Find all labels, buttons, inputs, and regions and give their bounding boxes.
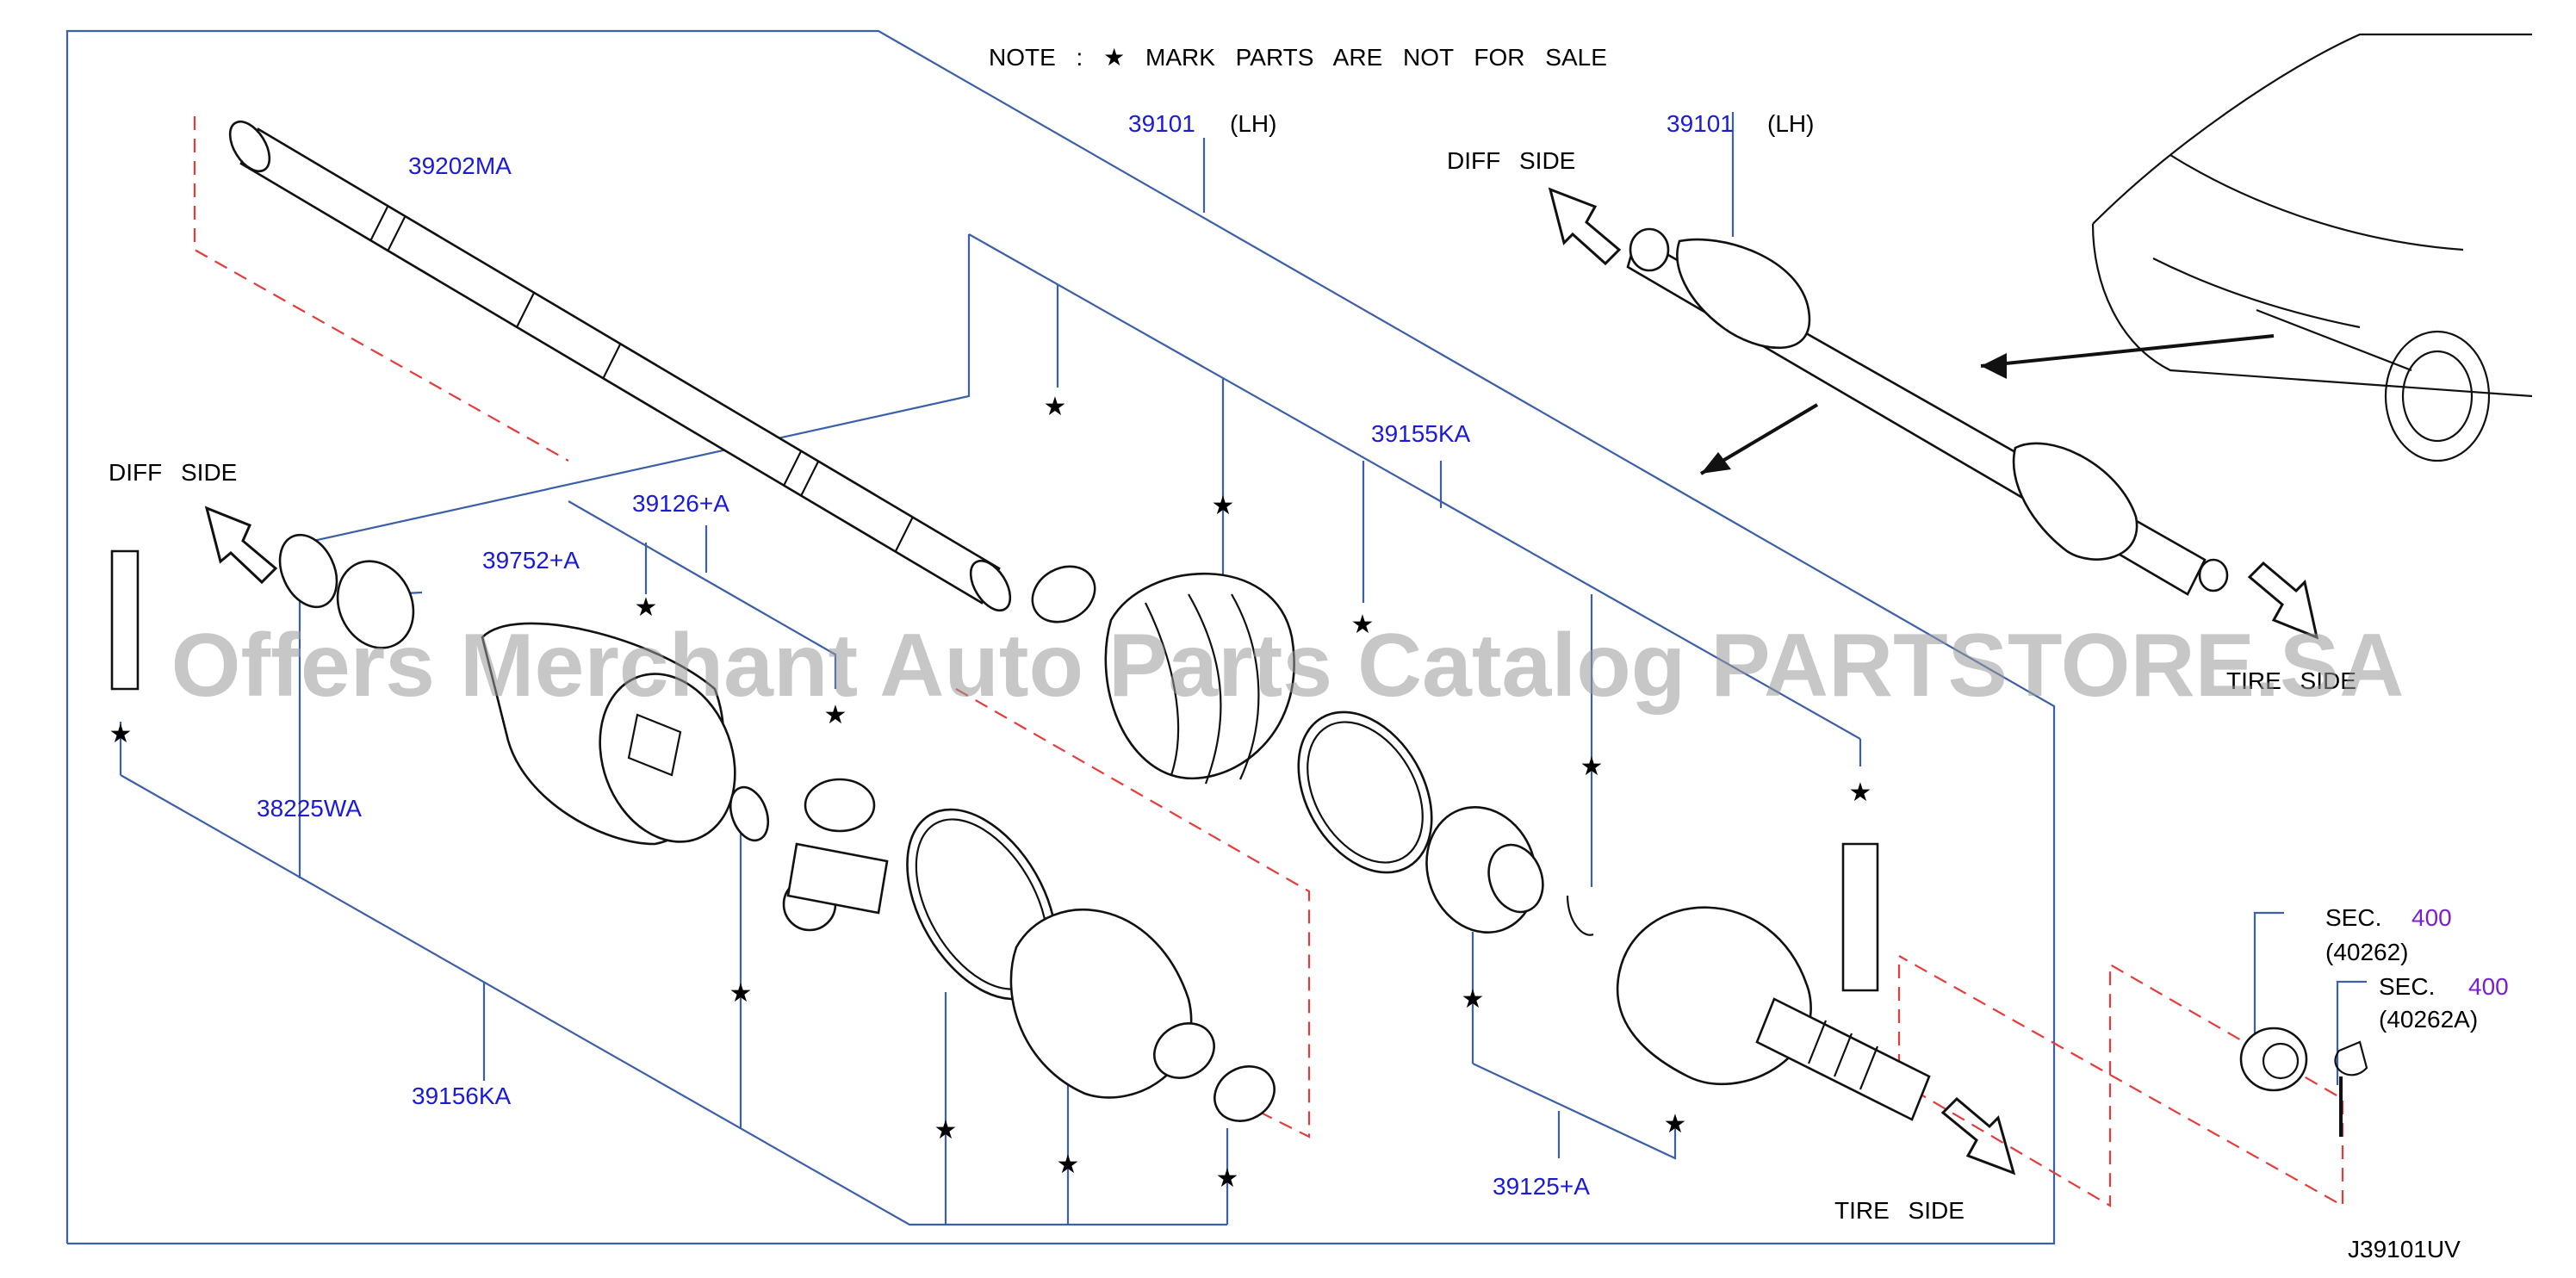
part-link-39126A[interactable]: 39126+A <box>632 490 729 517</box>
star-mark: ★ <box>1580 753 1604 781</box>
boot-inner-drawing <box>906 808 1276 1122</box>
nut-and-pin-drawing <box>2239 1027 2368 1137</box>
star-mark: ★ <box>1462 985 1485 1014</box>
joint-outer-drawing <box>1425 806 1931 1121</box>
leader-lines <box>65 29 2367 1245</box>
joint-inner-drawing <box>110 533 889 932</box>
star-mark: ★ <box>1057 1151 1080 1179</box>
section-sub-2: (40262A) <box>2379 1006 2478 1033</box>
star-mark: ★ <box>934 1116 958 1145</box>
section-prefix-2: SEC. <box>2379 973 2435 1000</box>
section-prefix-1: SEC. <box>2325 904 2381 931</box>
part-link-39155KA[interactable]: 39155KA <box>1371 420 1471 447</box>
part-link-39752A[interactable]: 39752+A <box>482 547 580 574</box>
side-suffix-inset: (LH) <box>1767 110 1814 137</box>
figure-code: J39101UV <box>2348 1236 2461 1262</box>
star-mark: ★ <box>109 720 133 748</box>
boot-outer-drawing <box>1031 565 1433 874</box>
part-link-39125A[interactable]: 39125+A <box>1493 1173 1590 1200</box>
star-mark: ★ <box>729 979 753 1008</box>
section-sub-1: (40262) <box>2325 939 2409 965</box>
direction-arrows <box>1699 334 2275 475</box>
star-mark: ★ <box>824 701 847 729</box>
diff-side-label-inset: DIFF SIDE <box>1447 147 1575 174</box>
section-link-400-a[interactable]: 400 <box>2412 904 2452 931</box>
inset-axle-drawing <box>1626 227 2229 596</box>
star-mark: ★ <box>1849 779 1872 807</box>
side-suffix-main: (LH) <box>1230 110 1276 137</box>
part-link-39156KA[interactable]: 39156KA <box>412 1083 512 1109</box>
part-link-38225WA[interactable]: 38225WA <box>257 795 362 822</box>
watermark: Offers Merchant Auto Parts Catalog PARTS… <box>171 616 2405 716</box>
diff-side-label-left: DIFF SIDE <box>109 459 237 486</box>
tire-side-label-inset: TIRE SIDE <box>2226 667 2356 694</box>
diff-side-arrow-left <box>204 506 278 585</box>
shaft-drawing <box>228 120 1012 612</box>
star-mark: ★ <box>1351 611 1375 639</box>
part-link-39101-inset[interactable]: 39101 <box>1667 110 1734 137</box>
diff-side-arrow-inset <box>1548 187 1622 266</box>
section-link-400-b[interactable]: 400 <box>2468 973 2509 1000</box>
not-for-sale-stars: ★ ★ ★ ★ ★ ★ ★ ★ ★ ★ ★ ★ ★ ★ <box>109 393 1872 1193</box>
star-mark: ★ <box>635 593 658 622</box>
star-mark: ★ <box>1212 492 1235 520</box>
part-link-39202MA[interactable]: 39202MA <box>408 152 512 179</box>
star-mark: ★ <box>1664 1110 1687 1138</box>
tire-side-label-bottom: TIRE SIDE <box>1834 1197 1965 1224</box>
car-drawing <box>2091 33 2533 462</box>
part-link-39101-main[interactable]: 39101 <box>1128 110 1195 137</box>
note-text: NOTE : ★ MARK PARTS ARE NOT FOR SALE <box>989 44 1607 71</box>
tire-side-arrow-inset <box>2247 561 2319 640</box>
star-mark: ★ <box>1044 393 1067 421</box>
tire-side-arrow-bottom <box>1940 1096 2016 1176</box>
star-mark: ★ <box>1216 1164 1239 1193</box>
